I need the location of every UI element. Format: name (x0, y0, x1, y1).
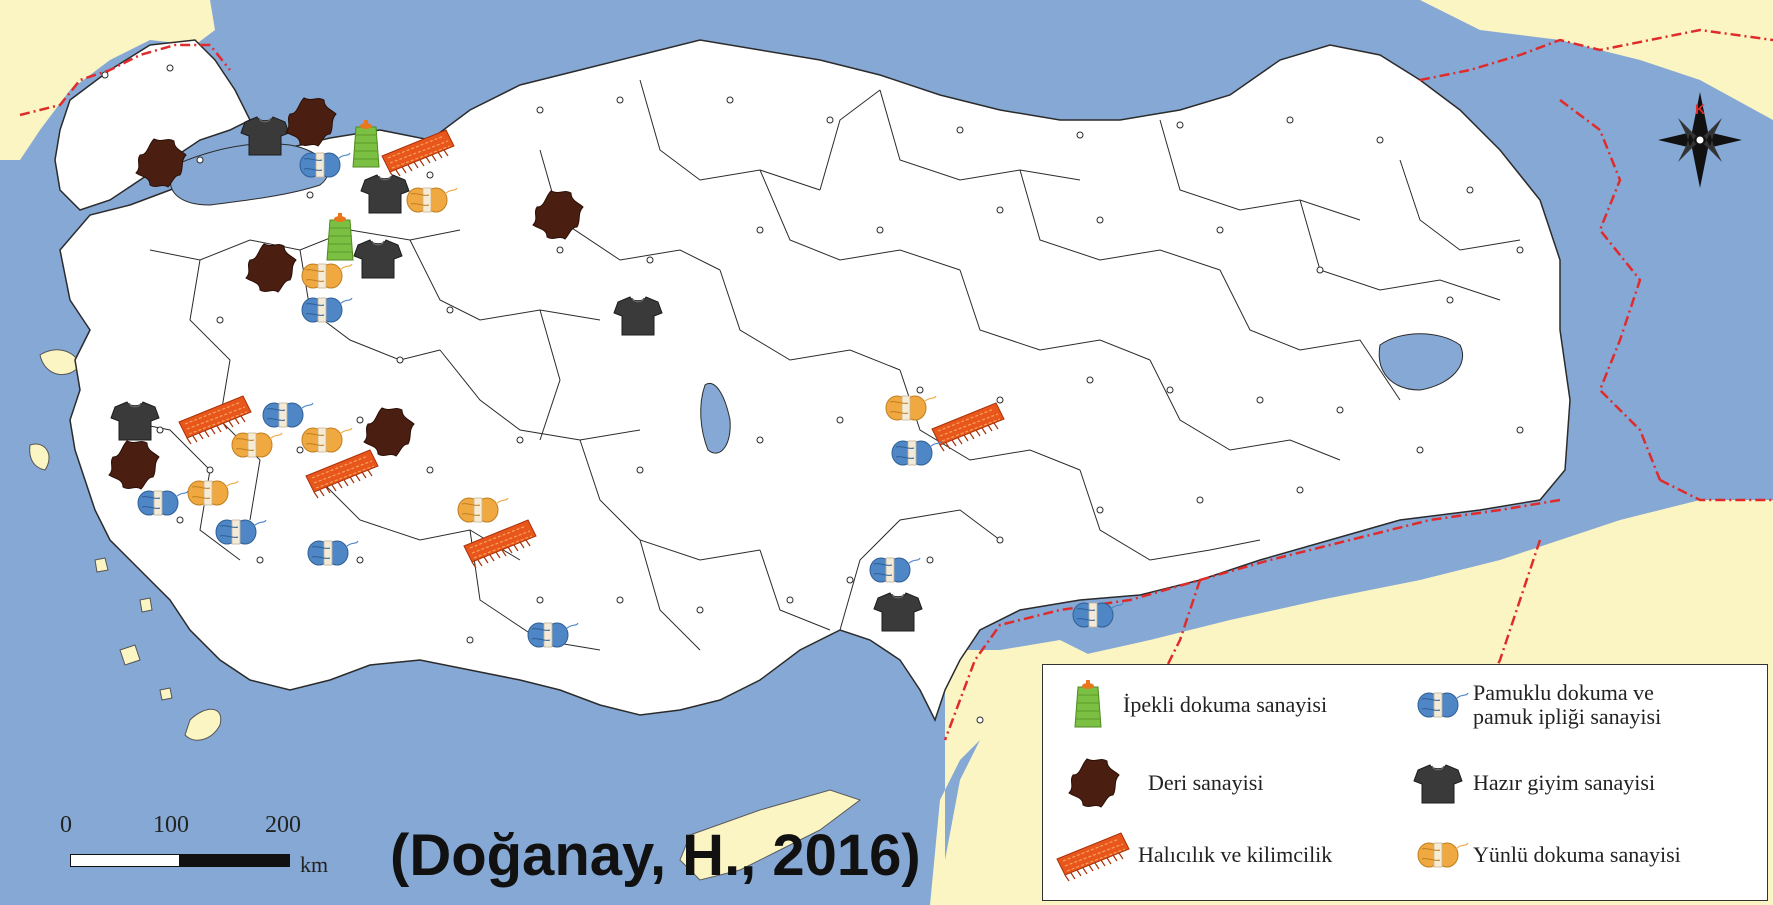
cyprus-island (679, 789, 862, 881)
legend-label-carpet: Halıcılık ve kilimcilik (1138, 842, 1333, 867)
legend-item-clothing: Hazır giyim sanayisi (1403, 753, 1655, 813)
province-borders (119, 79, 1521, 651)
scale-tick-200: 200 (265, 812, 301, 838)
legend-item-wool: Yünlü dokuma sanayisi (1403, 825, 1681, 885)
chios-island (29, 443, 50, 471)
small-islands (94, 557, 173, 701)
legend-label-cotton: Pamuklu dokuma ve pamuk ipliği sanayisi (1473, 680, 1662, 729)
scale-segment-black (180, 854, 290, 867)
legend-box: İpekli dokuma sanayisi Pamuklu dokuma ve… (1042, 664, 1768, 901)
scale-tick-0: 0 (60, 812, 72, 838)
international-borders (19, 28, 1773, 741)
scale-segment-white (70, 854, 180, 867)
rhodes-island (184, 708, 222, 741)
wool-yarn-icon (1403, 825, 1473, 885)
marker-silk (326, 212, 354, 261)
balkan-land (0, 0, 215, 160)
legend-item-leather: Deri sanayisi (1058, 753, 1263, 813)
province-centers (101, 64, 1524, 724)
scale-tick-100: 100 (153, 812, 189, 838)
legend-item-cotton: Pamuklu dokuma ve pamuk ipliği sanayisi (1403, 675, 1661, 735)
compass-icon: K (1658, 92, 1742, 188)
cotton-yarn-icon (1403, 675, 1473, 735)
scale-bar: 0 100 200 km (60, 812, 340, 877)
thrace-land (54, 39, 252, 211)
tshirt-icon (1403, 753, 1473, 813)
legend-label-silk: İpekli dokuma sanayisi (1123, 692, 1328, 717)
legend-label-clothing: Hazır giyim sanayisi (1473, 770, 1656, 795)
compass-north-label: K (1695, 101, 1705, 117)
legend-item-silk: İpekli dokuma sanayisi (1053, 675, 1327, 735)
leather-hide-icon (1058, 753, 1128, 813)
legend-item-carpet: Halıcılık ve kilimcilik (1048, 825, 1332, 885)
citation-text: (Doğanay, H., 2016) (390, 823, 921, 888)
lake-van (1378, 333, 1464, 391)
syria-land (930, 640, 1100, 905)
scale-unit: km (300, 852, 329, 877)
silk-spool-icon (1053, 675, 1123, 735)
legend-label-leather: Deri sanayisi (1148, 770, 1264, 795)
marker-silk (352, 119, 380, 168)
carpet-icon (1048, 825, 1138, 885)
legend-label-wool: Yünlü dokuma sanayisi (1473, 842, 1681, 867)
salt-lake (700, 382, 731, 454)
